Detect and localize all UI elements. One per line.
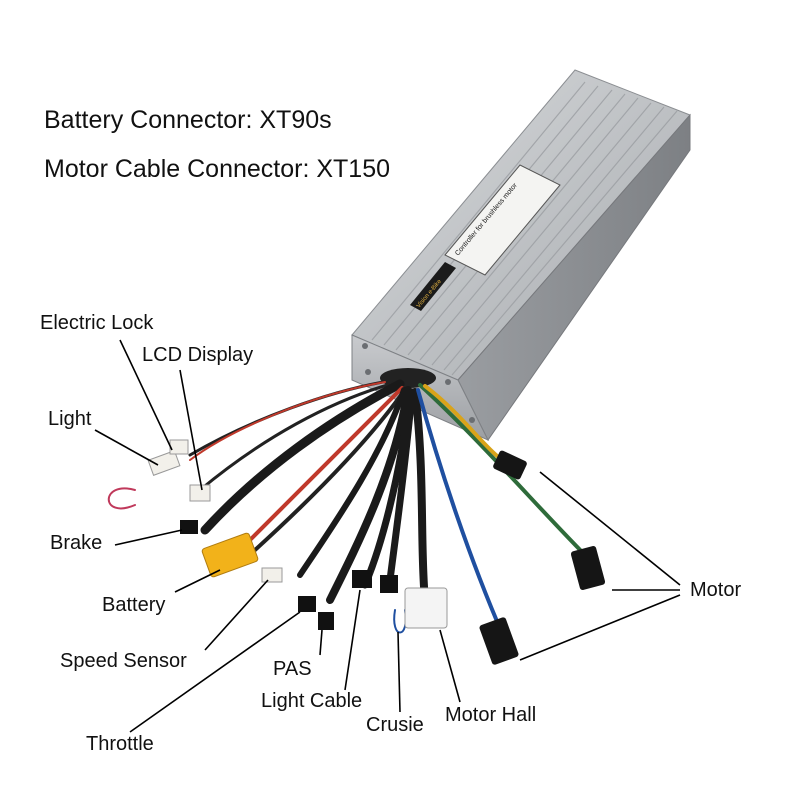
cruise-connector [380,575,398,593]
cable-battery-red [243,386,404,547]
cable-battery-black [253,386,408,552]
label-speed-sensor: Speed Sensor [60,650,187,672]
battery-connector-xt90 [201,532,259,578]
motor-connector-3 [479,617,519,665]
leader-motor-1 [539,471,681,586]
leader-throttle [129,611,301,733]
leader-speed-sensor [204,579,269,651]
speed-sensor-connector [261,567,283,583]
light-connector [147,450,181,476]
motor-connector-2 [570,545,606,591]
display-connector [189,484,211,502]
cable-phase-blue [416,388,507,642]
screw [469,417,475,423]
hall-connector [404,587,448,629]
label-crusie: Crusie [366,714,424,736]
cable-speed [297,387,407,578]
label-pas: PAS [273,658,312,680]
cable-light-red [189,381,386,461]
brand-plate [410,262,456,311]
leader-battery [174,569,221,593]
leader-light-cable [344,589,361,691]
leader-light [94,429,159,466]
motor-cable-connector-heading: Motor Cable Connector: XT150 [44,155,391,183]
controller-housing: Controller for brushless motor Vision e-… [351,69,691,442]
motor-connector-1 [493,450,527,480]
label-motor: Motor [690,579,742,601]
cable-brake [200,379,405,535]
label-throttle: Throttle [86,733,154,755]
cable-throttle [326,386,412,604]
cable-display [198,380,400,492]
leader-motor-hall [439,629,461,703]
battery-connector-heading: Battery Connector: XT90s [44,106,332,134]
leader-lines [94,339,681,733]
throttle-connector [298,596,316,612]
leader-electric-lock [119,339,173,451]
label-battery: Battery [102,594,166,616]
cable-cruise-loop [393,609,407,634]
label-electric-lock: Electric Lock [40,312,154,334]
light-cable-connector [352,570,372,588]
leader-motor-3 [519,594,681,661]
screw [365,369,371,375]
label-lcd-display: LCD Display [142,344,254,366]
cable-light [386,388,416,584]
leader-pas [319,629,323,656]
leader-lcd-display [179,369,203,491]
brake-connector [180,520,198,534]
leader-crusie [397,631,401,713]
lock-connector [169,439,189,455]
spec-sticker [444,164,561,276]
pas-connector [318,612,334,630]
cable-hall [411,388,429,604]
label-light: Light [48,408,92,430]
label-motor-hall: Motor Hall [445,704,537,726]
label-light-cable: Light Cable [261,690,363,712]
screw [445,379,451,385]
cable-bundle [107,378,592,642]
screw [362,343,368,349]
cable-light-loop [107,487,136,510]
connectors [147,439,606,665]
leader-brake [114,529,183,546]
label-brake: Brake [50,532,103,554]
